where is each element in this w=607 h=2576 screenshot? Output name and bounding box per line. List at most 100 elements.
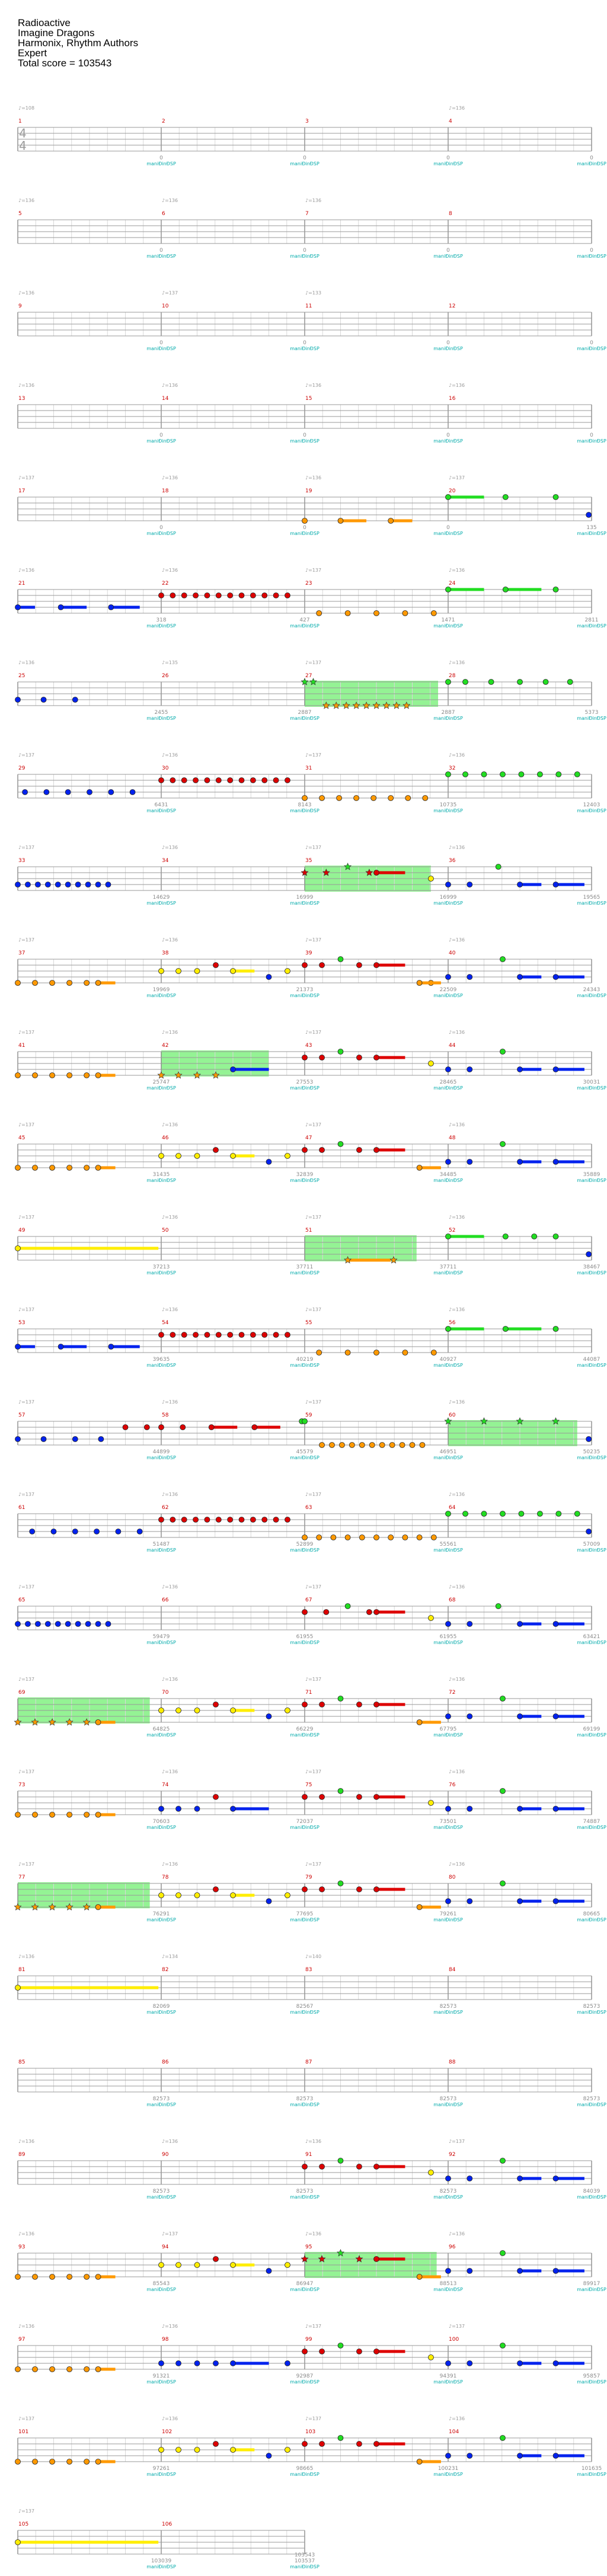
measure-score: 69199	[583, 1726, 600, 1732]
measure-number: 49	[18, 1228, 25, 1233]
multiplier-label: maniÐinÐSP	[433, 1547, 463, 1553]
note-gem	[95, 882, 101, 887]
note-gem	[337, 1049, 344, 1055]
note-gem	[266, 2268, 272, 2274]
measure-number: 12	[449, 303, 455, 309]
tempo-marker: ♪=136	[449, 1492, 465, 1497]
note-gem	[181, 592, 187, 598]
measure-score: 103039	[151, 2558, 172, 2564]
multiplier-label: maniÐinÐSP	[290, 2564, 320, 2569]
tempo-marker: ♪=137	[305, 1677, 321, 1682]
note-gem	[500, 1696, 506, 1702]
multiplier-label: maniÐinÐSP	[577, 2010, 606, 2015]
note-gem	[204, 592, 210, 598]
note-gem	[170, 777, 176, 783]
note-gem	[105, 1621, 111, 1627]
note-gem	[373, 1702, 379, 1707]
note-gem	[49, 980, 55, 986]
multiplier-label: maniÐinÐSP	[433, 901, 463, 906]
tempo-marker: ♪=137	[18, 2416, 34, 2421]
note-gem	[49, 1812, 55, 1818]
note-gem	[40, 697, 47, 703]
sustain-tail	[555, 1068, 584, 1071]
measure-number: 95	[305, 2244, 312, 2250]
note-gem	[445, 2453, 451, 2459]
note-gem	[462, 771, 468, 777]
note-gem	[574, 1511, 580, 1517]
star-note	[352, 701, 360, 709]
sustain-tail	[448, 1327, 484, 1331]
note-gem	[273, 777, 279, 783]
measure-score: 22509	[440, 987, 457, 993]
measure-score: 51487	[153, 1542, 170, 1547]
measure-number: 63	[305, 1505, 312, 1511]
note-gem	[230, 1892, 236, 1898]
measure-number: 35	[305, 858, 312, 864]
sustain-tail	[419, 2275, 441, 2279]
sustain-tail	[340, 519, 367, 523]
measure-number: 73	[18, 1782, 25, 1788]
measure-number: 46	[162, 1135, 169, 1141]
note-gem	[373, 1147, 379, 1153]
measure-score: 0	[159, 525, 163, 531]
tempo-marker: ♪=136	[162, 568, 178, 573]
sustain-tail	[520, 2362, 542, 2365]
measure-score: 84039	[583, 2189, 600, 2194]
note-gem	[359, 1442, 365, 1448]
tempo-marker: ♪=136	[305, 2139, 321, 2144]
measure-score: 0	[446, 432, 450, 438]
multiplier-label: maniÐinÐSP	[577, 993, 606, 998]
note-gem	[517, 1806, 523, 1812]
sustain-tail	[98, 2275, 116, 2279]
measure-score: 88513	[440, 2281, 457, 2287]
tempo-marker: ♪=136	[449, 1677, 465, 1682]
note-gem	[285, 1707, 290, 1713]
multiplier-label: maniÐinÐSP	[433, 808, 463, 813]
note-gem	[373, 1055, 379, 1060]
note-gem	[261, 777, 268, 783]
sustain-tail	[233, 969, 255, 973]
note-gem	[215, 1517, 222, 1523]
note-gem	[158, 592, 164, 598]
multiplier-label: maniÐinÐSP	[433, 346, 463, 351]
note-gem	[428, 1800, 434, 1806]
note-gem	[567, 679, 573, 685]
tempo-marker: ♪=136	[162, 1307, 178, 1312]
tempo-marker: ♪=136	[449, 1307, 465, 1312]
note-gem	[49, 2366, 55, 2372]
multiplier-label: maniÐinÐSP	[433, 1455, 463, 1460]
note-gem	[273, 1517, 279, 1523]
sustain-tail	[555, 1899, 584, 1903]
multiplier-label: maniÐinÐSP	[146, 2379, 176, 2385]
star-note	[342, 701, 350, 709]
note-gem	[373, 2441, 379, 2447]
note-gem	[34, 1621, 41, 1627]
note-gem	[319, 1147, 325, 1153]
measure-score: 2811	[585, 617, 599, 623]
star-note	[65, 1903, 74, 1911]
sustain-tail	[555, 2362, 584, 2365]
measure-score: 91321	[153, 2373, 170, 2379]
sustain-tail	[254, 1425, 280, 1429]
note-gem	[181, 777, 187, 783]
measure-number: 43	[305, 1043, 312, 1049]
sustain-tail	[555, 1807, 584, 1811]
measure-score: 44899	[153, 1449, 170, 1455]
star-note	[48, 1903, 56, 1911]
note-gem	[95, 2274, 101, 2280]
star-note	[365, 869, 373, 876]
multiplier-label: maniÐinÐSP	[290, 623, 320, 629]
multiplier-label: maniÐinÐSP	[290, 993, 320, 998]
note-gem	[49, 2274, 55, 2280]
note-gem	[373, 2348, 379, 2354]
measure-score: 72037	[296, 1819, 314, 1825]
star-note	[444, 1417, 452, 1425]
tempo-marker: ♪=137	[18, 752, 34, 758]
multiplier-label: maniÐinÐSP	[290, 254, 320, 259]
measure-number: 71	[305, 1690, 312, 1696]
sustain-tail	[376, 2257, 405, 2261]
note-gem	[55, 1621, 61, 1627]
measure-score: 135	[586, 525, 596, 531]
note-gem	[238, 592, 245, 598]
note-gem	[34, 882, 41, 887]
